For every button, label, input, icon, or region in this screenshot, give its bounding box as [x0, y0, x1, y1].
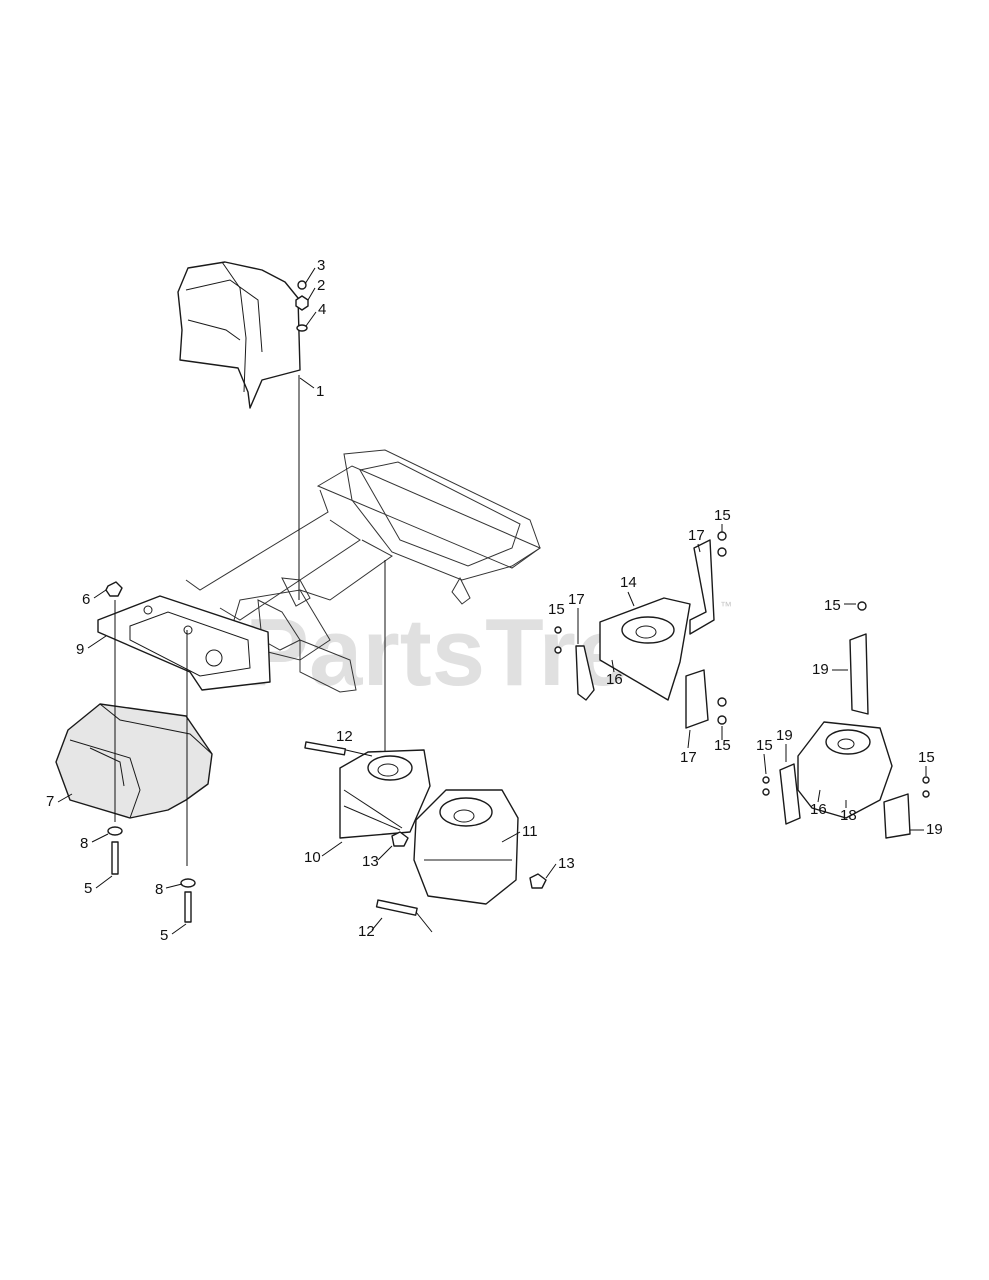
callout-17b: 17 [688, 527, 705, 544]
part-14-hub [599, 597, 691, 701]
callout-13a: 13 [362, 853, 379, 870]
part-6-nut [105, 581, 123, 597]
callout-14: 14 [620, 574, 637, 591]
hardware-top [295, 280, 386, 780]
callout-10: 10 [304, 849, 321, 866]
part-18-hub [762, 601, 930, 839]
callout-5b: 5 [160, 927, 168, 944]
part-1-shield [177, 261, 301, 409]
callout-16b: 16 [810, 801, 827, 818]
watermark-trademark: ™ [720, 599, 732, 613]
part-10-tine-assembly [339, 749, 431, 847]
transmission-frame [185, 449, 542, 693]
callout-13b: 13 [558, 855, 575, 872]
callout-9: 9 [76, 641, 84, 658]
part-7-housing [55, 703, 213, 819]
callout-8a: 8 [80, 835, 88, 852]
callout-3: 3 [317, 257, 325, 274]
callout-15c: 15 [714, 737, 731, 754]
callout-1: 1 [316, 383, 324, 400]
callout-17c: 17 [680, 749, 697, 766]
part-12-pins [304, 741, 433, 933]
callout-15b: 15 [714, 507, 731, 524]
callout-4: 4 [318, 301, 326, 318]
callout-19a: 19 [812, 661, 829, 678]
part-17-tines [554, 531, 727, 729]
callouts: 3 2 4 1 6 9 7 8 5 8 5 12 11 10 13 13 12 … [46, 257, 943, 944]
callout-8b: 8 [155, 881, 163, 898]
callout-12b: 12 [358, 923, 375, 940]
callout-19c: 19 [926, 821, 943, 838]
callout-11: 11 [522, 823, 538, 840]
bolts-left [107, 600, 196, 923]
callout-2: 2 [317, 277, 325, 294]
callout-6: 6 [82, 591, 90, 608]
callout-12a: 12 [336, 728, 353, 745]
part-9-plate [97, 595, 271, 691]
callout-17a: 17 [568, 591, 585, 608]
callout-7: 7 [46, 793, 54, 810]
callout-15e: 15 [756, 737, 773, 754]
callout-15d: 15 [824, 597, 841, 614]
callout-16a: 16 [606, 671, 623, 688]
callout-15a: 15 [548, 601, 565, 618]
callout-18: 18 [840, 807, 857, 824]
callout-5a: 5 [84, 880, 92, 897]
part-11-tine-assembly [413, 789, 547, 905]
callout-19b: 19 [776, 727, 793, 744]
callout-15f: 15 [918, 749, 935, 766]
